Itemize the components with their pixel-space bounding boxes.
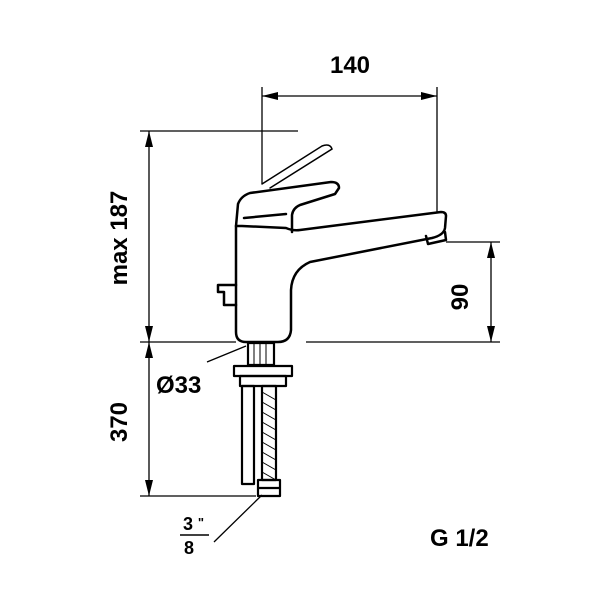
connection-thread-label: G 1/2	[430, 525, 489, 552]
diameter-leader	[206, 345, 247, 363]
dimension-lines	[140, 87, 500, 543]
lever-raised-position	[261, 144, 333, 189]
dimension-arrows	[145, 92, 495, 496]
hose-braid	[247, 344, 277, 481]
popup-rod	[216, 283, 238, 307]
inlet-fraction-denominator: 8	[184, 538, 194, 558]
supply-hose-left	[240, 384, 256, 486]
mounting-washer	[238, 374, 288, 388]
inlet-fraction-mark: "	[198, 515, 204, 530]
inlet-size-fraction: 3 " 8	[180, 514, 209, 558]
aerator	[424, 230, 448, 246]
lever-underside	[242, 212, 288, 220]
faucet-body	[234, 210, 448, 344]
lever-handle	[234, 180, 341, 234]
max-height-label: max 187	[106, 191, 133, 286]
inlet-fraction-numerator: 3	[183, 514, 193, 534]
spout-height-label: 90	[447, 284, 474, 311]
diameter-label: Ø33	[156, 372, 201, 399]
mounting-nut	[232, 364, 294, 378]
faucet-outline	[216, 180, 448, 344]
thread-leader	[213, 494, 263, 543]
threaded-stud	[246, 341, 276, 367]
hose-length-label: 370	[106, 402, 133, 442]
reach-label: 140	[330, 52, 370, 79]
